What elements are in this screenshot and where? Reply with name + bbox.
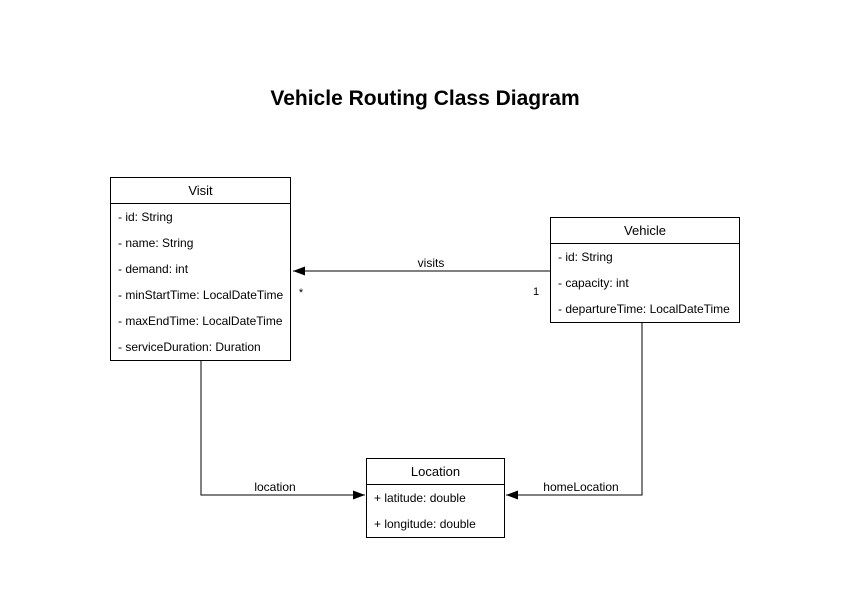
class-name-visit[interactable]: Visit [111,178,290,204]
class-attribute: - serviceDuration: Duration [118,340,261,354]
association-location-label: location [254,480,295,494]
class-attribute: + latitude: double [374,491,466,505]
diagram-title: Vehicle Routing Class Diagram [270,87,580,110]
association-visits-label: visits [418,256,445,270]
class-attribute: - demand: int [118,262,189,276]
class-attribute: - capacity: int [558,276,629,290]
class-attribute: - departureTime: LocalDateTime [558,302,730,316]
multiplicity-visits-target: * [299,287,304,299]
class-name-vehicle[interactable]: Vehicle [551,218,739,244]
class-attribute: + longitude: double [374,517,476,531]
class-attribute: - id: String [118,210,173,224]
class-box-visit[interactable]: Visit - id: String - name: String - dema… [110,177,291,361]
class-attribute: - id: String [558,250,613,264]
class-box-location[interactable]: Location + latitude: double + longitude:… [366,458,505,538]
class-attribute: - maxEndTime: LocalDateTime [118,314,283,328]
class-attribute: - name: String [118,236,194,250]
association-location-line[interactable] [200,360,365,500]
association-homelocation-line[interactable] [506,321,643,500]
class-box-vehicle[interactable]: Vehicle - id: String - capacity: int - d… [550,217,740,323]
class-name-location[interactable]: Location [367,459,504,485]
class-attribute: - minStartTime: LocalDateTime [118,288,284,302]
multiplicity-visits-source: 1 [533,286,539,298]
association-homelocation-label: homeLocation [543,480,618,494]
